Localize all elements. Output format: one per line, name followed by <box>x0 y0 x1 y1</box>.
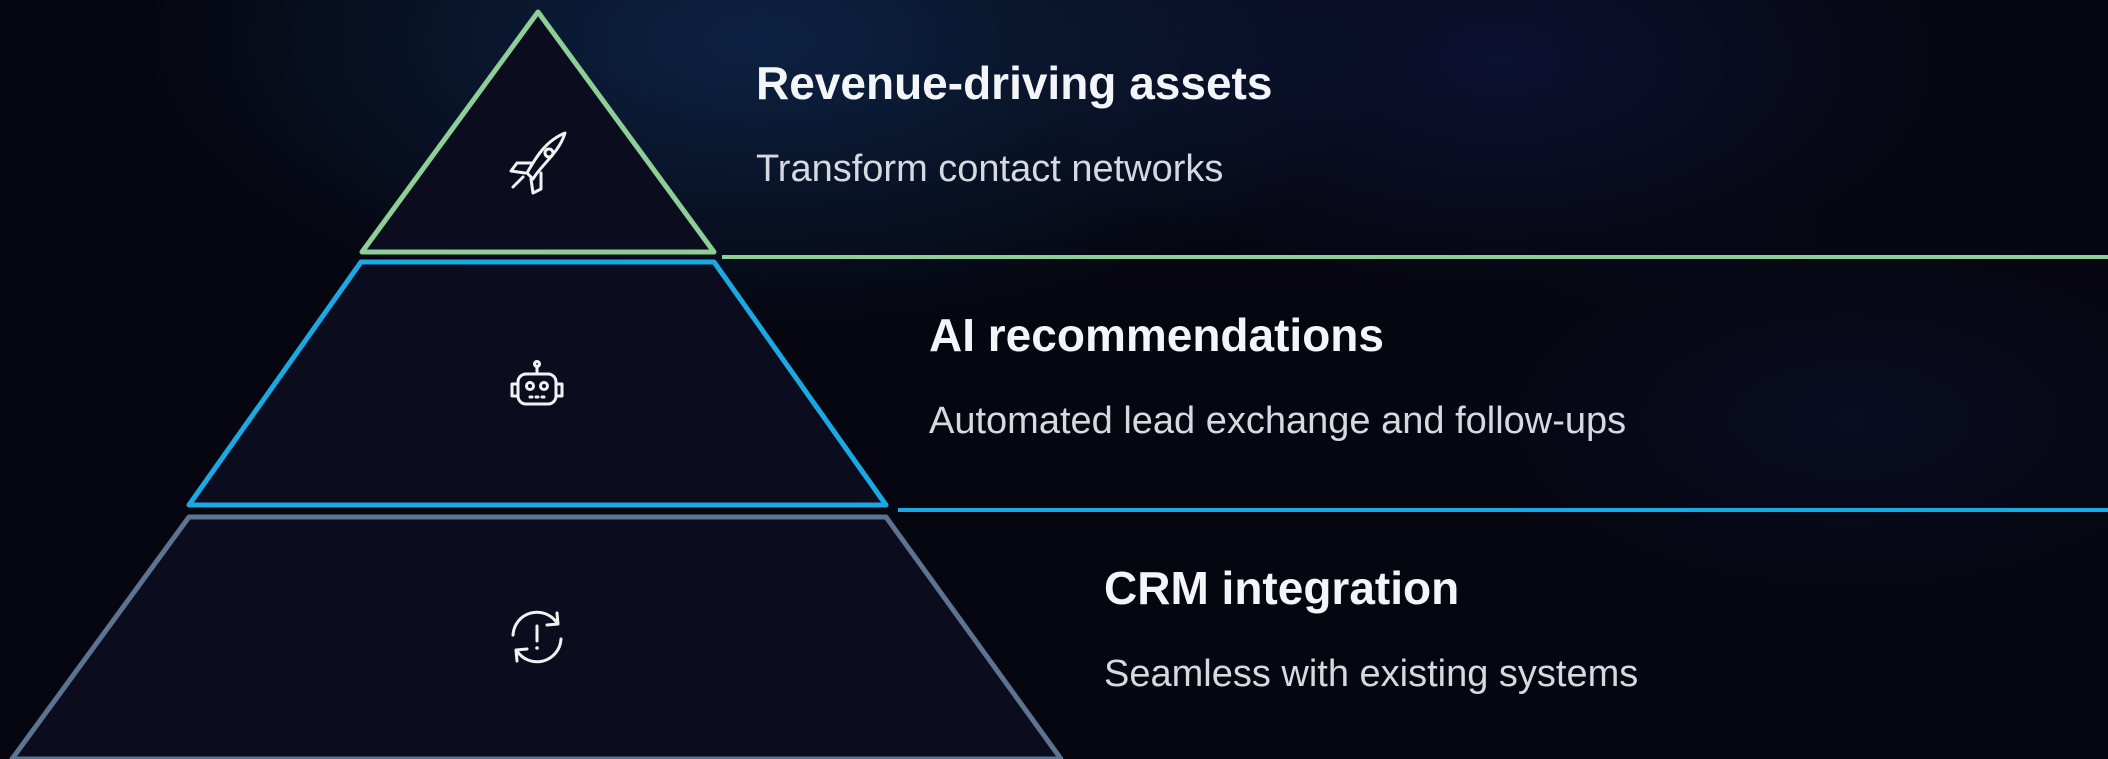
tier-3-title: CRM integration <box>1104 562 1460 614</box>
sync-alert-icon <box>511 610 563 664</box>
tier-2-description: Automated lead exchange and follow-ups <box>929 400 1627 442</box>
rocket-icon <box>509 131 567 195</box>
tier-2-title: AI recommendations <box>929 309 1384 361</box>
tier-1-triangle <box>359 9 717 255</box>
tier-2-shape <box>186 259 2108 512</box>
robot-icon <box>510 360 564 406</box>
tier-1-shape <box>359 9 2108 259</box>
tier-3-description: Seamless with existing systems <box>1104 653 1639 695</box>
tier-1-description: Transform contact networks <box>756 148 1224 190</box>
tier-3-text-block: CRM integration Seamless with existing s… <box>1104 560 1638 698</box>
tier-1-title: Revenue-driving assets <box>756 57 1273 109</box>
tier-2-text-block: AI recommendations Automated lead exchan… <box>929 307 1626 445</box>
tier-1-text-block: Revenue-driving assets Transform contact… <box>756 55 1272 193</box>
tier-2-trapezoid <box>186 259 889 508</box>
